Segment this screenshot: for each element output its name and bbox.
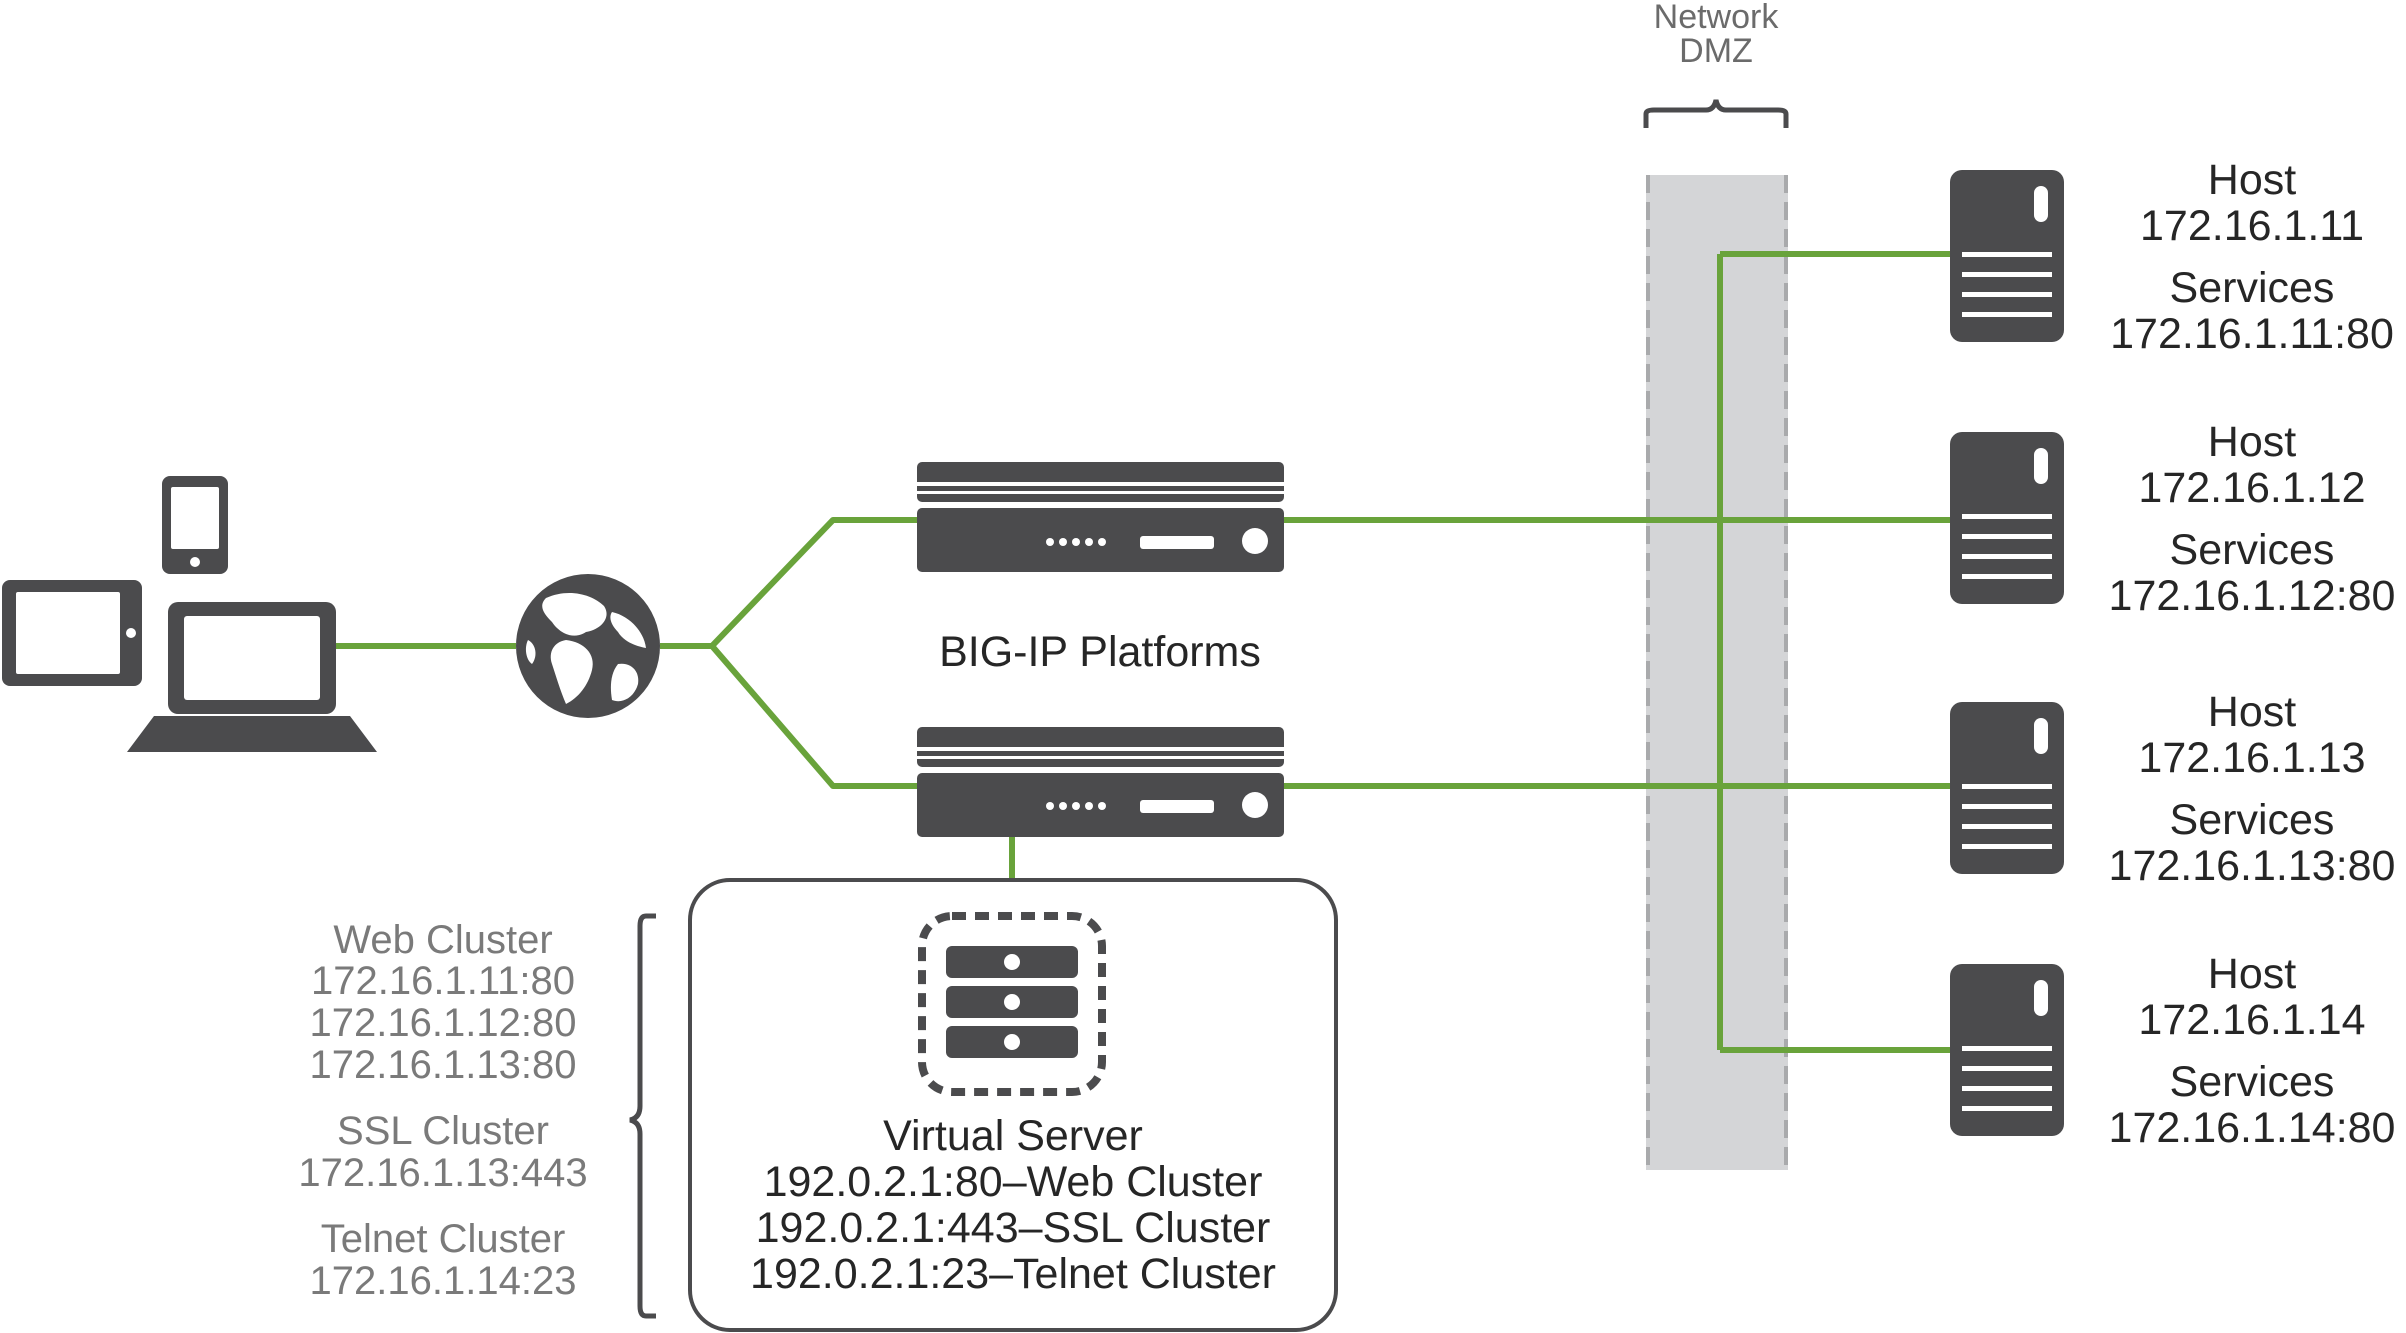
virtual-server-title: Virtual Server — [883, 1112, 1143, 1160]
dmz-brace — [1643, 99, 1789, 128]
host-label: Host — [2208, 418, 2296, 466]
cluster-list: Web Cluster 172.16.1.11:80 172.16.1.12:8… — [298, 913, 656, 1319]
virtual-server-mapping-telnet: 192.0.2.1:23–Telnet Cluster — [750, 1250, 1276, 1298]
server-icon — [1950, 702, 2064, 874]
host-label: Host — [2208, 156, 2296, 204]
host-3: Host 172.16.1.13 Services 172.16.1.13:80 — [1950, 688, 2395, 890]
dmz-label-line1: Network — [1654, 0, 1780, 36]
cluster-brace — [629, 913, 656, 1319]
big-ip-platform-2 — [917, 727, 1284, 837]
host-ip: 172.16.1.12 — [2138, 464, 2365, 512]
tablet-icon — [2, 580, 142, 686]
virtual-server-mapping-web: 192.0.2.1:80–Web Cluster — [764, 1158, 1263, 1206]
service-address: 172.16.1.11:80 — [2110, 310, 2394, 358]
laptop-icon — [127, 602, 377, 752]
host-ip: 172.16.1.13 — [2138, 734, 2365, 782]
virtual-server-dashed-frame — [918, 912, 1106, 1096]
link-junction-platform-1 — [709, 517, 920, 649]
server-icon — [1950, 432, 2064, 604]
links — [336, 251, 1952, 1053]
host-label: Host — [2208, 950, 2296, 998]
service-address: 172.16.1.12:80 — [2109, 572, 2396, 620]
host-ip: 172.16.1.14 — [2138, 996, 2365, 1044]
services-label: Services — [2170, 1058, 2335, 1106]
services-label: Services — [2170, 264, 2335, 312]
server-icon — [1950, 170, 2064, 342]
server-icon — [1950, 964, 2064, 1136]
cluster-member: 172.16.1.14:23 — [310, 1259, 577, 1303]
virtual-server-box — [688, 878, 1338, 1332]
link-junction-platform-2 — [709, 644, 920, 789]
dmz-label-line2: DMZ — [1679, 32, 1753, 70]
service-address: 172.16.1.14:80 — [2109, 1104, 2396, 1152]
cluster-member: 172.16.1.12:80 — [310, 1001, 577, 1045]
phone-icon — [162, 476, 228, 574]
host-4: Host 172.16.1.14 Services 172.16.1.14:80 — [1950, 950, 2395, 1152]
service-address: 172.16.1.13:80 — [2109, 842, 2396, 890]
services-label: Services — [2170, 796, 2335, 844]
cluster-name-web: Web Cluster — [333, 918, 552, 962]
cluster-name-ssl: SSL Cluster — [337, 1109, 549, 1153]
platforms-label: BIG-IP Platforms — [939, 628, 1261, 676]
globe-icon — [516, 574, 660, 718]
virtual-server-icon — [946, 946, 1078, 1058]
virtual-server-panel: Virtual Server 192.0.2.1:80–Web Cluster … — [688, 878, 1338, 1332]
host-label: Host — [2208, 688, 2296, 736]
big-ip-platform-1 — [917, 462, 1284, 572]
services-label: Services — [2170, 526, 2335, 574]
host-2: Host 172.16.1.12 Services 172.16.1.12:80 — [1950, 418, 2395, 620]
host-ip: 172.16.1.11 — [2140, 202, 2364, 250]
cluster-member: 172.16.1.11:80 — [311, 959, 575, 1003]
virtual-server-mapping-ssl: 192.0.2.1:443–SSL Cluster — [756, 1204, 1271, 1252]
cluster-member: 172.16.1.13:443 — [298, 1151, 587, 1195]
cluster-member: 172.16.1.13:80 — [310, 1043, 577, 1087]
cluster-name-telnet: Telnet Cluster — [321, 1217, 566, 1261]
host-1: Host 172.16.1.11 Services 172.16.1.11:80 — [1950, 156, 2394, 358]
